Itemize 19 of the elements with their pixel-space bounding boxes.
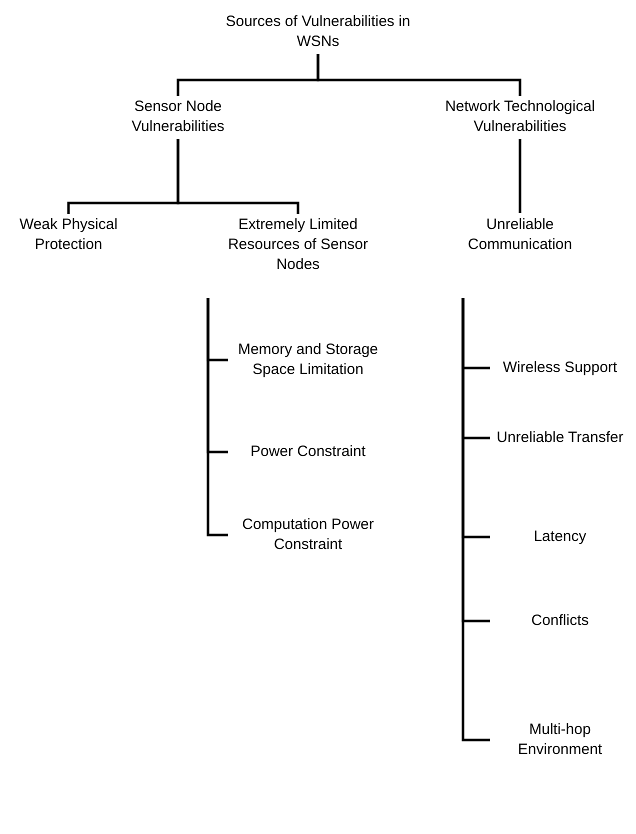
connector-line	[518, 139, 522, 213]
node-label: Memory and Storage Space Limitation	[236, 340, 380, 380]
node-label: Sources of Vulnerabilities in WSNs	[224, 12, 412, 52]
connector-line	[462, 298, 490, 742]
node-label: Sensor Node Vulnerabilities	[130, 97, 226, 137]
node-label: Conflicts	[531, 611, 589, 631]
node-label: Latency	[534, 527, 586, 547]
node-label: Extremely Limited Resources of Sensor Nodes	[226, 215, 370, 275]
node-label: Wireless Support	[502, 358, 618, 378]
connector-line	[316, 54, 522, 96]
node-label: Unreliable Transfer	[496, 428, 624, 448]
connector-line	[176, 139, 300, 214]
node-label: Power Constraint	[250, 442, 366, 462]
node-label: Network Technological Vulnerabilities	[444, 97, 596, 137]
node-label: Computation Power Constraint	[241, 515, 375, 555]
node-label: Weak Physical Protection	[18, 215, 119, 255]
node-label: Unreliable Communication	[466, 215, 574, 255]
connector-line	[206, 298, 228, 536]
node-label: Multi-hop Environment	[516, 720, 604, 760]
